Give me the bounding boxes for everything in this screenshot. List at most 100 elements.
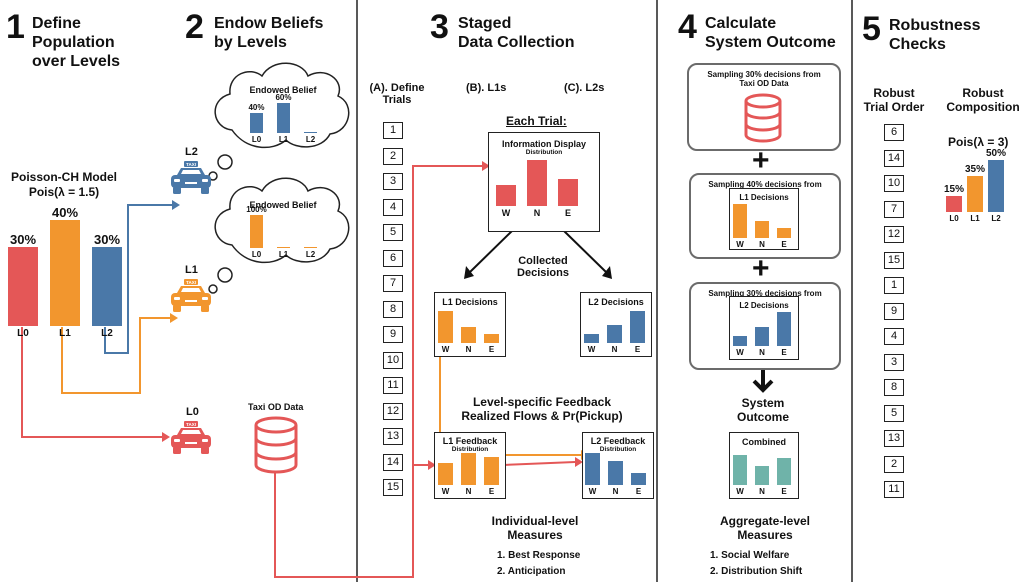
trial-box: 6 <box>884 124 904 141</box>
measure-item: 2. Anticipation <box>497 566 566 577</box>
panel-subtitle: Distribution <box>599 446 637 453</box>
bar-value-label: 60% <box>275 93 292 102</box>
bar-category-label: E <box>564 208 571 218</box>
bar-category-label: L2 <box>991 214 1001 223</box>
bar-mark <box>630 311 645 343</box>
bar-mark <box>967 175 983 212</box>
bar-mark <box>558 179 578 206</box>
bar-mark <box>608 460 623 485</box>
bar-mark <box>755 221 769 238</box>
trial-box: 4 <box>383 198 403 216</box>
bar-category-label: N <box>611 345 618 354</box>
trial-box: 6 <box>383 249 403 267</box>
trial-box: 15 <box>383 479 403 496</box>
step-title: Staged Data Collection <box>458 15 575 51</box>
panel-title: Information Display <box>501 139 586 149</box>
bar-mark <box>755 327 769 346</box>
l2-connector <box>104 204 172 354</box>
panel-title: L1 Decisions <box>442 297 498 307</box>
bar-mark <box>584 334 599 343</box>
bar-category-label: L1 <box>970 214 980 223</box>
bar-category-label: W <box>441 487 450 496</box>
bar-category-label: L1 <box>278 135 289 144</box>
measure-item: 1. Social Welfare <box>710 550 790 561</box>
l1-decisions-panel: L1 Decisions <box>434 292 506 357</box>
step-title: Calculate System Outcome <box>705 15 836 51</box>
column-header: Robust Trial Order <box>863 86 925 114</box>
db-connector <box>274 165 482 578</box>
bar-mark <box>92 246 122 326</box>
taxi-icon: TAXI <box>168 278 214 319</box>
panel-subtitle: Distribution <box>525 149 563 156</box>
bar-mark <box>755 466 769 485</box>
panel-title: L1 Decisions <box>739 193 789 202</box>
bar-category-label: E <box>781 487 787 496</box>
trial-box: 11 <box>383 377 403 394</box>
bar-mark <box>50 220 80 326</box>
trial-box: 4 <box>884 328 904 345</box>
bar-mark <box>461 453 476 485</box>
model-label: Poisson-CH Model <box>10 170 117 184</box>
trial-box: 10 <box>383 351 403 369</box>
bar-category-label: N <box>612 487 619 496</box>
bar-category-label: E <box>488 345 495 354</box>
pois-label: Pois(λ = 1.5) <box>28 185 100 199</box>
column-header: (C). L2s <box>564 82 605 94</box>
column-header: (A). Define Trials <box>369 82 425 106</box>
box-title: Sampling 30% decisions from <box>708 289 822 298</box>
bar-value-label: 100% <box>246 205 267 214</box>
combined-panel: Combined <box>729 432 799 499</box>
box-title: Sampling 40% decisions from <box>708 180 822 189</box>
bar-category-label: E <box>635 487 642 496</box>
bar-mark <box>461 327 476 343</box>
trial-box: 7 <box>884 200 904 218</box>
bar-category-label: N <box>465 345 472 354</box>
bar-mark <box>988 160 1004 212</box>
each-trial-label: Each Trial: <box>506 114 567 128</box>
trial-box: 13 <box>884 430 904 447</box>
taxi-od-label: Taxi OD Data <box>248 402 304 412</box>
bar-mark <box>304 247 317 248</box>
step-number: 3 <box>430 8 449 46</box>
trial-box: 2 <box>884 455 904 473</box>
trial-box: 12 <box>884 226 904 243</box>
bar-value-label: 15% <box>943 184 964 196</box>
svg-text:TAXI: TAXI <box>186 422 196 427</box>
plus-icon: + <box>752 144 770 177</box>
taxi-icon: TAXI <box>168 420 214 461</box>
step-number: 1 <box>6 8 25 46</box>
bar-mark <box>777 312 791 346</box>
bar-value-label: 30% <box>9 231 37 247</box>
step-number: 4 <box>678 8 697 46</box>
trial-box: 8 <box>884 379 904 396</box>
trial-box: 3 <box>884 353 904 371</box>
arrow-down-icon <box>752 370 774 393</box>
bar-category-label: L2 <box>305 135 316 144</box>
bar-category-label: L1 <box>278 250 289 259</box>
bar-category-label: N <box>759 487 765 496</box>
trial-box: 8 <box>383 300 403 318</box>
panel-title: L2 Feedback <box>590 436 646 446</box>
trial-box: 14 <box>383 453 403 471</box>
bar-category-label: L2 <box>101 328 113 339</box>
l1-connector <box>61 317 170 394</box>
trial-box: 1 <box>383 122 403 139</box>
plus-icon: + <box>752 252 770 285</box>
bar-category-label: N <box>759 240 765 249</box>
bar-mark <box>777 228 791 238</box>
bar-category-label: W <box>587 345 596 354</box>
system-outcome-label: System Outcome <box>736 396 789 424</box>
bar-value-label: 35% <box>964 163 985 175</box>
panel-title: L1 Feedback <box>442 436 498 446</box>
bar-mark <box>277 103 290 133</box>
database-icon <box>254 416 298 474</box>
bar-value-label: 40% <box>51 205 79 220</box>
bar-value-label: 50% <box>985 148 1006 159</box>
trial-box: 3 <box>383 173 403 190</box>
bar-category-label: W <box>501 208 511 218</box>
taxi-level-label: L2 <box>185 146 198 158</box>
bar-category-label: N <box>759 348 765 357</box>
bar-mark <box>733 204 747 238</box>
feedback-label: Level-specific Feedback Realized Flows &… <box>461 395 623 423</box>
bar-category-label: W <box>736 487 744 496</box>
